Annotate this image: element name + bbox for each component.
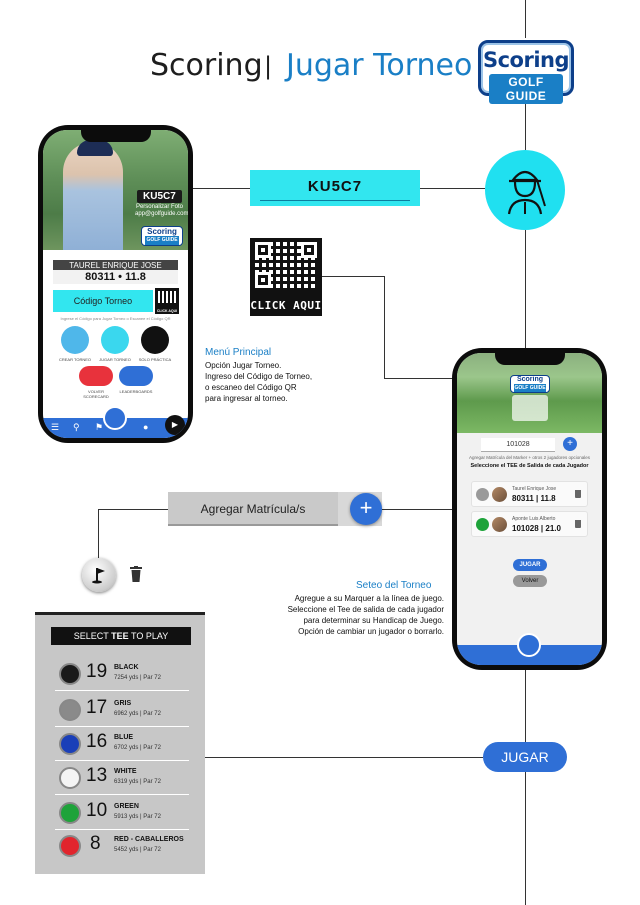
player-score: 80311 • 11.8 bbox=[53, 270, 178, 284]
tournament-code-input[interactable]: Código Torneo bbox=[53, 290, 153, 312]
golf-flag-center-button[interactable] bbox=[517, 633, 541, 657]
avatar bbox=[492, 517, 507, 532]
leaderboards-icon[interactable] bbox=[119, 366, 153, 386]
caption-menu-text: Opción Jugar Torneo. Ingreso del Código … bbox=[205, 361, 313, 403]
tee-option-red[interactable]: 8 RED - CABALLEROS 5452 yds | Par 72 bbox=[55, 831, 189, 861]
tee-option-white[interactable]: 13 WHITE 6319 yds | Par 72 bbox=[55, 763, 189, 795]
trash-icon[interactable] bbox=[130, 566, 142, 582]
player-row[interactable]: Aponte Luis Alberto 101028 | 21.0 bbox=[471, 511, 588, 537]
connector-qr-phone2 bbox=[384, 378, 452, 379]
connector-addbar-right bbox=[382, 509, 452, 510]
connector-addbar-left bbox=[98, 509, 168, 510]
search-icon[interactable]: ⚲ bbox=[73, 422, 80, 432]
add-matricula-button[interactable]: + bbox=[563, 437, 577, 451]
connector-right-vertical bbox=[525, 100, 526, 150]
jugar-torneo-icon[interactable] bbox=[101, 326, 129, 354]
caption-setup-heading: Seteo del Torneo bbox=[356, 580, 432, 591]
menu-icon[interactable]: ☰ bbox=[51, 422, 60, 432]
matricula-input[interactable]: 101028 bbox=[481, 438, 555, 452]
code-tag: KU5C7 bbox=[137, 190, 182, 203]
connector-left-vertical bbox=[98, 509, 99, 558]
play-icon[interactable]: ▶ bbox=[165, 415, 185, 435]
player-photo: KU5C7 Personalizar Foto app@golfguide.co… bbox=[43, 130, 188, 250]
golf-flag-icon bbox=[59, 663, 81, 685]
caption-setup-text: Agregue a su Marquer a la línea de juego… bbox=[287, 594, 444, 636]
phone-main-menu: KU5C7 Personalizar Foto app@golfguide.co… bbox=[38, 125, 193, 443]
golfer-icon bbox=[485, 150, 565, 230]
connector-tee-jugar bbox=[205, 757, 483, 758]
connector-phone-code bbox=[193, 188, 250, 189]
tee-selection-panel: SELECT TEE TO PLAY 19 BLACK 7254 yds | P… bbox=[35, 612, 205, 874]
connector-right-vertical-2 bbox=[525, 230, 526, 348]
qr-scan-mini-button[interactable]: CLICK AQUI bbox=[155, 288, 179, 314]
menu-label-practica: SOLO PRÁCTICA bbox=[138, 357, 172, 362]
golf-flag-icon bbox=[59, 699, 81, 721]
connector-right-bottom-v bbox=[525, 670, 526, 742]
golf-flag-icon bbox=[59, 802, 81, 824]
location-icon[interactable]: ● bbox=[143, 422, 149, 432]
avatar bbox=[492, 487, 507, 502]
jugar-button[interactable]: JUGAR bbox=[483, 742, 567, 772]
code-helper-text: Ingrese el Código para Jugar Torneo o Es… bbox=[60, 316, 171, 321]
add-matricula-input[interactable]: Agregar Matrícula/s bbox=[168, 492, 338, 526]
menu-label-leaderboards: LEADERBOARDS bbox=[119, 389, 153, 394]
trash-icon[interactable] bbox=[575, 490, 581, 498]
player-row[interactable]: Taurel Enrique Jose 80311 | 11.8 bbox=[471, 481, 588, 507]
connector-right-bottom-v2 bbox=[525, 772, 526, 905]
phone-main-menu-screen: KU5C7 Personalizar Foto app@golfguide.co… bbox=[43, 130, 188, 438]
matricula-helper: Agregar Matrícula del Marker + otros 2 j… bbox=[469, 455, 590, 460]
golf-flag-icon bbox=[59, 835, 81, 857]
connector-code-circle bbox=[420, 188, 485, 189]
title-separator: | bbox=[264, 52, 273, 80]
add-matricula-plus-button[interactable]: + bbox=[350, 493, 382, 525]
club-seal-icon bbox=[512, 395, 548, 421]
menu-label-crear: CREAR TORNEO bbox=[58, 357, 92, 362]
tee-select-title: Seleccione el TEE de Salida de cada Juga… bbox=[470, 463, 589, 469]
jugar-button-small[interactable]: JUGAR bbox=[513, 559, 547, 571]
qr-code-button[interactable]: CLICK AQUI bbox=[250, 238, 322, 316]
golf-flag-icon bbox=[59, 733, 81, 755]
tee-option-blue[interactable]: 16 BLUE 6702 yds | Par 72 bbox=[55, 729, 189, 761]
tee-option-gris[interactable]: 17 GRIS 6962 yds | Par 72 bbox=[55, 695, 189, 727]
add-matricula-bar: Agregar Matrícula/s bbox=[168, 492, 382, 526]
volver-scorecard-icon[interactable] bbox=[79, 366, 113, 386]
menu-label-jugar: JUGAR TORNEO bbox=[99, 357, 131, 362]
tee-option-black[interactable]: 19 BLACK 7254 yds | Par 72 bbox=[55, 659, 189, 691]
golf-flag-icon[interactable]: ⚑ bbox=[95, 422, 104, 432]
player-name: TAUREL ENRIQUE JOSE bbox=[53, 260, 178, 271]
page-title-jugar-torneo: Jugar Torneo bbox=[286, 48, 473, 83]
phone-notch bbox=[80, 130, 151, 142]
click-aqui-label: CLICK AQUI bbox=[250, 299, 322, 312]
select-tee-header: SELECT TEE TO PLAY bbox=[51, 627, 191, 645]
connector-top-vertical bbox=[525, 0, 526, 38]
personalize-photo-link[interactable]: Personalizar Foto app@golfguide.com.ar bbox=[135, 204, 188, 217]
connector-qr-v bbox=[384, 276, 385, 378]
scoring-golf-guide-logo: Scoring GOLF GUIDE bbox=[478, 40, 574, 104]
tee-selector-button[interactable] bbox=[82, 558, 116, 592]
tee-selector-icon[interactable] bbox=[476, 518, 489, 531]
tournament-code-box: KU5C7 bbox=[250, 170, 420, 206]
golf-flag-icon bbox=[92, 568, 105, 584]
golf-flag-icon bbox=[59, 767, 81, 789]
tee-selector-icon[interactable] bbox=[476, 488, 489, 501]
caption-menu-heading: Menú Principal bbox=[205, 347, 272, 358]
tee-option-green[interactable]: 10 GREEN 5913 yds | Par 72 bbox=[55, 798, 189, 830]
crear-torneo-icon[interactable] bbox=[61, 326, 89, 354]
menu-label-volver: VOLVER SCORECARD bbox=[83, 389, 109, 399]
center-golfer-button[interactable] bbox=[103, 406, 127, 430]
connector-qr-h bbox=[322, 276, 384, 277]
solo-practica-icon[interactable] bbox=[141, 326, 169, 354]
page-title-scoring: Scoring bbox=[150, 48, 263, 83]
trash-icon[interactable] bbox=[575, 520, 581, 528]
volver-button[interactable]: Volver bbox=[513, 575, 547, 587]
